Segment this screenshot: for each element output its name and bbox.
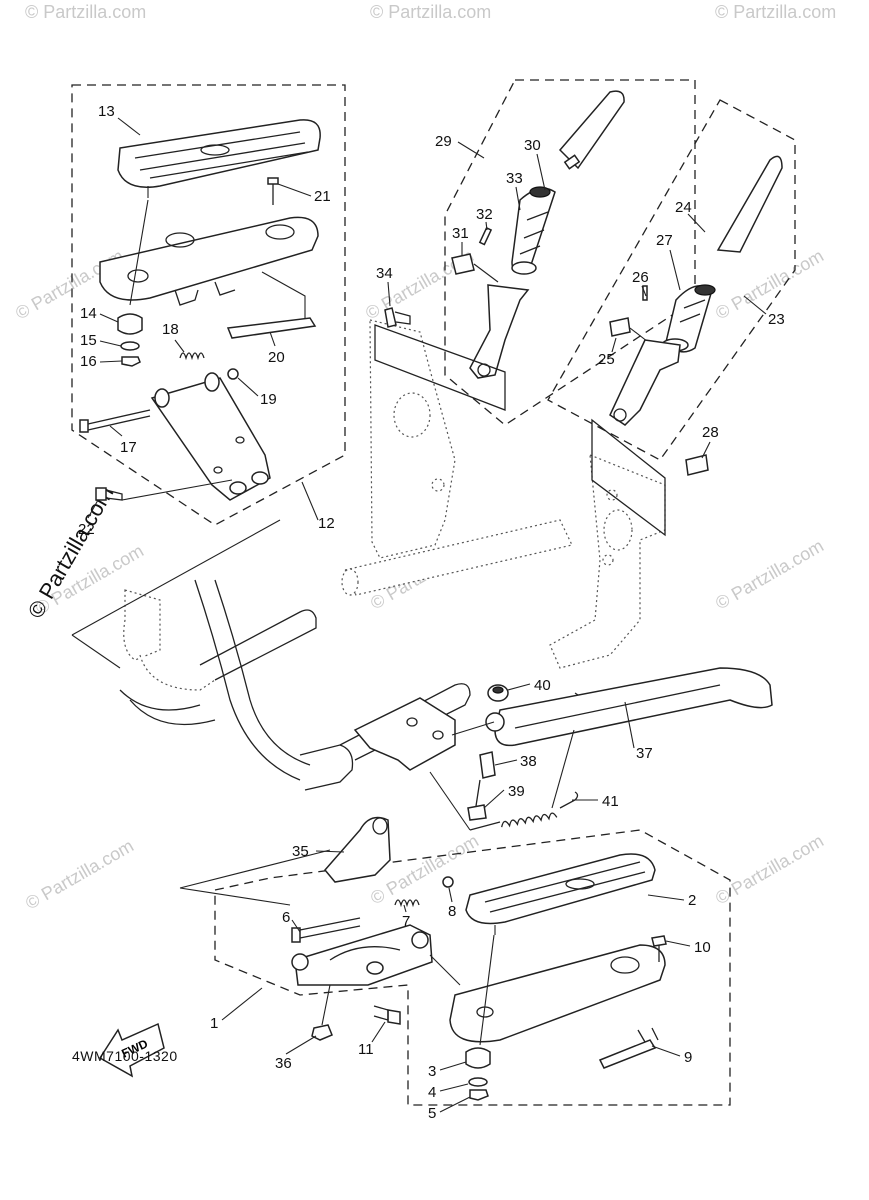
washer-15: [120, 341, 140, 351]
watermark: © Partzilla.com: [715, 2, 836, 22]
bracket-9: [598, 1039, 657, 1069]
callout-label: 12: [318, 515, 335, 532]
washer-8: [442, 876, 454, 888]
callout-label: 3: [428, 1063, 436, 1080]
callout-label: 27: [656, 232, 673, 249]
callout-label: 30: [524, 137, 541, 154]
bolt-11: [387, 1009, 401, 1025]
callout-label: 9: [684, 1049, 692, 1066]
callout-label: 21: [314, 188, 331, 205]
watermark: © Partzilla.com: [712, 830, 827, 908]
bracket-35: [324, 816, 391, 883]
callout-label: 13: [98, 103, 115, 120]
bolt-28: [685, 454, 709, 476]
spring-41: [501, 812, 558, 828]
callout-label: 35: [292, 843, 309, 860]
footboard-rubber: [117, 119, 321, 188]
callout-label: 38: [520, 753, 537, 770]
callout-label: 22: [78, 521, 95, 538]
fwd-arrow: FWD: [98, 1022, 165, 1078]
callout-label: 11: [358, 1041, 374, 1058]
bolt-10: [651, 935, 667, 947]
lower-bracket: [294, 924, 433, 986]
callout-label: 10: [694, 939, 711, 956]
assembly-23-peg: [547, 99, 796, 537]
collar-38: [479, 751, 496, 779]
footboard-rubber-2: [465, 853, 656, 925]
callout-label: 29: [435, 133, 452, 150]
washer-4: [468, 1077, 488, 1087]
callout-label: 16: [80, 353, 97, 370]
bolt-39: [467, 804, 487, 821]
callout-label: 40: [534, 677, 551, 694]
diagram-code: 4WM7100-1320: [72, 1048, 178, 1064]
callout-label: 33: [506, 170, 523, 187]
damper-14: [117, 313, 143, 335]
spring-7: [394, 899, 420, 908]
callout-label: 32: [476, 206, 493, 223]
side-stand: [429, 667, 773, 831]
callout-label: 25: [598, 351, 615, 368]
peg-rod-30: [558, 90, 625, 170]
nut-5: [469, 1089, 489, 1101]
peg-rod-24: [716, 155, 783, 253]
peg-bracket: [469, 284, 530, 379]
watermark: © Partzilla.com: [25, 2, 146, 22]
callout-label: 1: [210, 1015, 218, 1032]
callout-label: 15: [80, 332, 97, 349]
watermark: © Partzilla.com: [370, 2, 491, 22]
watermark: © Partzilla.com: [712, 535, 827, 613]
footboard-base-2: [449, 944, 666, 1043]
callout-label: 37: [636, 745, 653, 762]
pin-25: [609, 317, 631, 337]
footrest-bracket: [150, 377, 271, 501]
frame-ghost: [71, 319, 666, 791]
assembly-boundary: [71, 84, 346, 526]
callout-label: 7: [402, 913, 410, 930]
watermark: © Partzilla.com: [22, 835, 137, 913]
callout-label: 17: [120, 439, 137, 456]
callout-label: 34: [376, 265, 393, 282]
callout-label: 14: [80, 305, 97, 322]
callouts: 1 2 3 4 5 6 7 8 9 10 11 12 13 14 15 16 1…: [78, 103, 785, 1122]
callout-label: 26: [632, 269, 649, 286]
callout-label: 5: [428, 1105, 436, 1122]
damper-3: [465, 1047, 491, 1069]
assembly-29-peg: [374, 79, 696, 426]
pin-31: [451, 253, 475, 275]
assembly-1-right-footboard: [179, 816, 731, 1106]
callout-label: 28: [702, 424, 719, 441]
callout-label: 36: [275, 1055, 292, 1072]
callout-label: 24: [675, 199, 692, 216]
callout-label: 6: [282, 909, 290, 926]
center-bracket: [353, 697, 456, 771]
callout-label: 20: [268, 349, 285, 366]
callout-label: 19: [260, 391, 277, 408]
callout-label: 2: [688, 892, 696, 909]
nut-36: [311, 1024, 333, 1041]
callout-label: 31: [452, 225, 469, 242]
callout-label: 23: [768, 311, 785, 328]
bracket-20: [226, 317, 317, 339]
peg-bracket-23: [609, 339, 681, 426]
side-stand-37: [494, 667, 773, 747]
callout-label: 18: [162, 321, 179, 338]
spring-18: [179, 352, 205, 361]
footboard-base: [99, 216, 319, 301]
callout-label: 4: [428, 1084, 436, 1101]
callout-label: 8: [448, 903, 456, 920]
pin-32: [478, 226, 493, 246]
callout-label: 41: [602, 793, 619, 810]
callout-label: 39: [508, 783, 525, 800]
assembly-12-left-footboard: [71, 84, 346, 526]
nut-16: [121, 356, 141, 367]
bolt-34: [384, 307, 411, 328]
